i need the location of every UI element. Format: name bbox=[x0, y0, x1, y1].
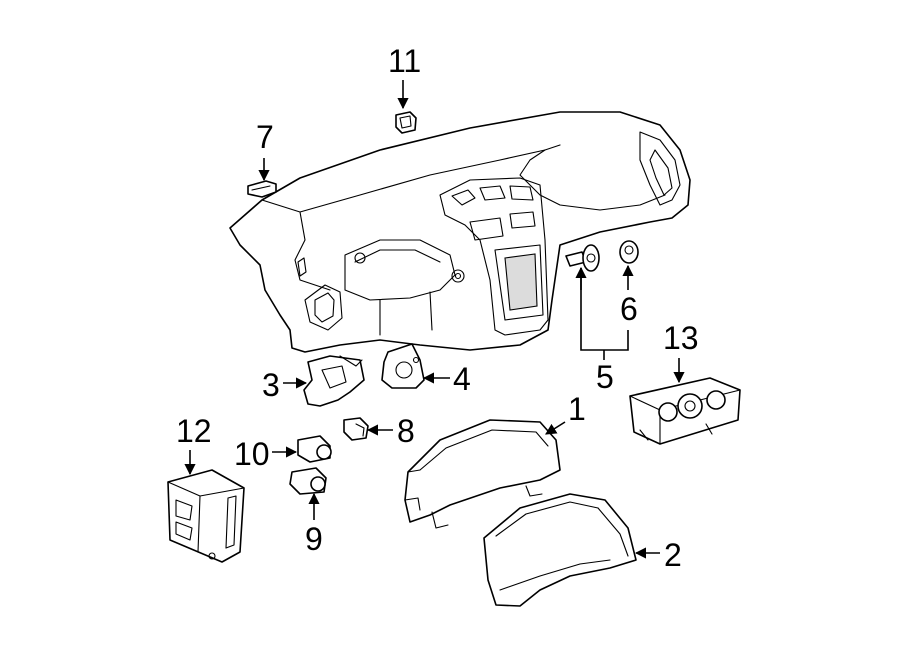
callout-8: 8 bbox=[397, 413, 415, 449]
callout-10: 10 bbox=[234, 436, 270, 472]
callout-6: 6 bbox=[620, 291, 638, 327]
callout-9: 9 bbox=[305, 521, 323, 557]
part-2-lens bbox=[483, 493, 637, 607]
part-3-bracket bbox=[303, 355, 365, 407]
callout-4: 4 bbox=[453, 361, 471, 397]
part-13-climate-control bbox=[629, 377, 741, 445]
callout-12: 12 bbox=[176, 413, 212, 449]
callout-labels: 11 7 3 4 8 10 9 12 13 1 2 6 5 bbox=[176, 43, 699, 573]
part-10-switch bbox=[297, 435, 332, 463]
leader-lines bbox=[184, 80, 685, 559]
part-5-switch bbox=[565, 244, 600, 272]
callout-5: 5 bbox=[596, 359, 614, 395]
callout-2: 2 bbox=[664, 537, 682, 573]
part-9-switch bbox=[289, 467, 327, 495]
part-4-bracket bbox=[381, 343, 425, 389]
part-8-switch bbox=[343, 417, 369, 441]
part-6-knob bbox=[619, 240, 639, 264]
callout-13: 13 bbox=[663, 320, 699, 356]
part-1-cluster bbox=[404, 419, 561, 529]
instrument-panel bbox=[229, 111, 691, 353]
callout-1: 1 bbox=[568, 391, 586, 427]
callout-7: 7 bbox=[256, 119, 274, 155]
callout-11: 11 bbox=[388, 43, 421, 79]
part-11-switch bbox=[395, 111, 417, 134]
callout-3: 3 bbox=[262, 367, 280, 403]
part-12-module bbox=[167, 469, 245, 563]
